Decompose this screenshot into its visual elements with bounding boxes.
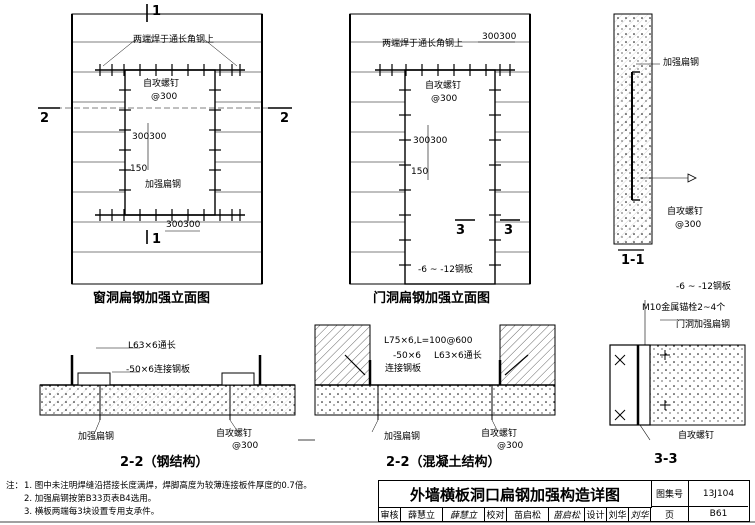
- sec22s-title: 2-2（钢结构）: [120, 455, 209, 470]
- sec33-plate-label: -6 ~ -12钢板: [676, 282, 731, 292]
- page-number: B61: [709, 509, 728, 519]
- sec33-anchor-label: M10金属锚栓2~4个: [642, 303, 726, 313]
- window-screw-spacing: @300: [151, 92, 178, 102]
- door-elevation-title: 门洞扁钢加强立面图: [373, 291, 491, 306]
- sec11-screw-spacing: @300: [675, 220, 702, 230]
- sec22c-plate-label: -50×6: [393, 351, 421, 361]
- check-label: 校对: [485, 507, 507, 521]
- window-cut-mark-top: 1: [152, 4, 162, 19]
- window-cut-mark-bottom: 1: [152, 232, 162, 247]
- window-dim-150: 150: [130, 164, 148, 174]
- review-name: 薛慧立: [401, 507, 443, 521]
- window-weld-note: 两端焊于通长角钢上: [133, 35, 215, 45]
- sec22c-title: 2-2（混凝土结构）: [386, 455, 501, 470]
- note-line-1: 1. 图中未注明焊缝沿搭接长度满焊，焊脚高度为较薄连接板件厚度的0.7倍。: [24, 481, 312, 491]
- design-name: 刘华: [607, 507, 629, 521]
- window-dim-300300: 300300: [132, 132, 167, 142]
- design-label: 设计: [585, 507, 607, 521]
- sec11-title: 1-1: [621, 253, 645, 268]
- atlas-number: 13J104: [689, 481, 748, 507]
- sec22c-screw-spacing: @300: [497, 441, 524, 451]
- page-label: 页: [651, 507, 689, 521]
- sec33-flat-steel-label: 门洞加强扁钢: [676, 320, 731, 330]
- door-dim-300300: 300300: [413, 136, 448, 146]
- note-line-2: 2. 加强扁钢按第B33页表B4选用。: [24, 494, 157, 504]
- window-elevation-title: 窗洞扁钢加强立面图: [93, 291, 211, 306]
- section-1-1: [613, 13, 697, 251]
- title-block: 外墙横板洞口扁钢加强构造详图 图集号 13J104 审核 薛慧立 薛慧立 校对 …: [378, 480, 750, 522]
- sec22s-angle-label: L63×6通长: [128, 341, 176, 351]
- window-elevation: [38, 4, 292, 285]
- window-section-mark-right: 2: [280, 111, 290, 126]
- window-dim-top: 300300: [166, 220, 201, 230]
- sec11-flat-steel-label: 加强扁钢: [663, 58, 700, 68]
- sec33-title: 3-3: [654, 452, 678, 467]
- window-flat-steel-label: 加强扁钢: [145, 180, 182, 190]
- sec11-screw-label: 自攻螺钉: [667, 207, 704, 217]
- check-signature: 苗启松: [549, 507, 585, 521]
- drawing-title: 外墙横板洞口扁钢加强构造详图: [379, 481, 652, 508]
- window-section-mark-left: 2: [40, 111, 50, 126]
- sec22s-screw-spacing: @300: [232, 441, 259, 451]
- door-weld-note: 两端焊于通长角钢上: [382, 39, 464, 49]
- notes-label: 注：: [6, 481, 24, 491]
- sec22c-angle-short-label: L75×6,L=100@600: [384, 336, 473, 346]
- door-dim-top: 300300: [482, 32, 517, 42]
- section-2-2-steel: [39, 347, 296, 433]
- sec22c-angle-long-label: L63×6通长: [434, 351, 482, 361]
- review-label: 审核: [379, 507, 401, 521]
- door-dim-150: 150: [411, 167, 429, 177]
- sec22c-flat-steel-label: 加强扁钢: [384, 432, 421, 442]
- sec33-screw-label: 自攻螺钉: [678, 431, 715, 441]
- door-screw-spacing: @300: [431, 94, 458, 104]
- check-name: 苗启松: [507, 507, 549, 521]
- atlas-label: 图集号: [651, 481, 689, 507]
- door-screw-label: 自攻螺钉: [425, 81, 462, 91]
- door-section-mark-right: 3: [504, 223, 514, 238]
- door-plate-label: -6 ~ -12钢板: [418, 265, 473, 275]
- door-elevation: [349, 13, 531, 285]
- door-section-mark-left: 3: [456, 223, 466, 238]
- section-2-2-concrete: [298, 324, 556, 441]
- sec22s-plate-label: -50×6连接钢板: [126, 365, 190, 375]
- sec22s-screw-label: 自攻螺钉: [216, 429, 253, 439]
- section-3-3: [609, 300, 746, 441]
- sec22c-connect-plate-label: 连接钢板: [385, 364, 422, 374]
- design-signature: 刘华: [629, 507, 651, 521]
- sec22c-screw-label: 自攻螺钉: [481, 429, 518, 439]
- note-line-3: 3. 横板两端每3块设置专用支承件。: [24, 507, 160, 517]
- review-signature: 薛慧立: [443, 507, 485, 521]
- window-screw-label: 自攻螺钉: [143, 79, 180, 89]
- sec22s-flat-steel-label: 加强扁钢: [78, 432, 115, 442]
